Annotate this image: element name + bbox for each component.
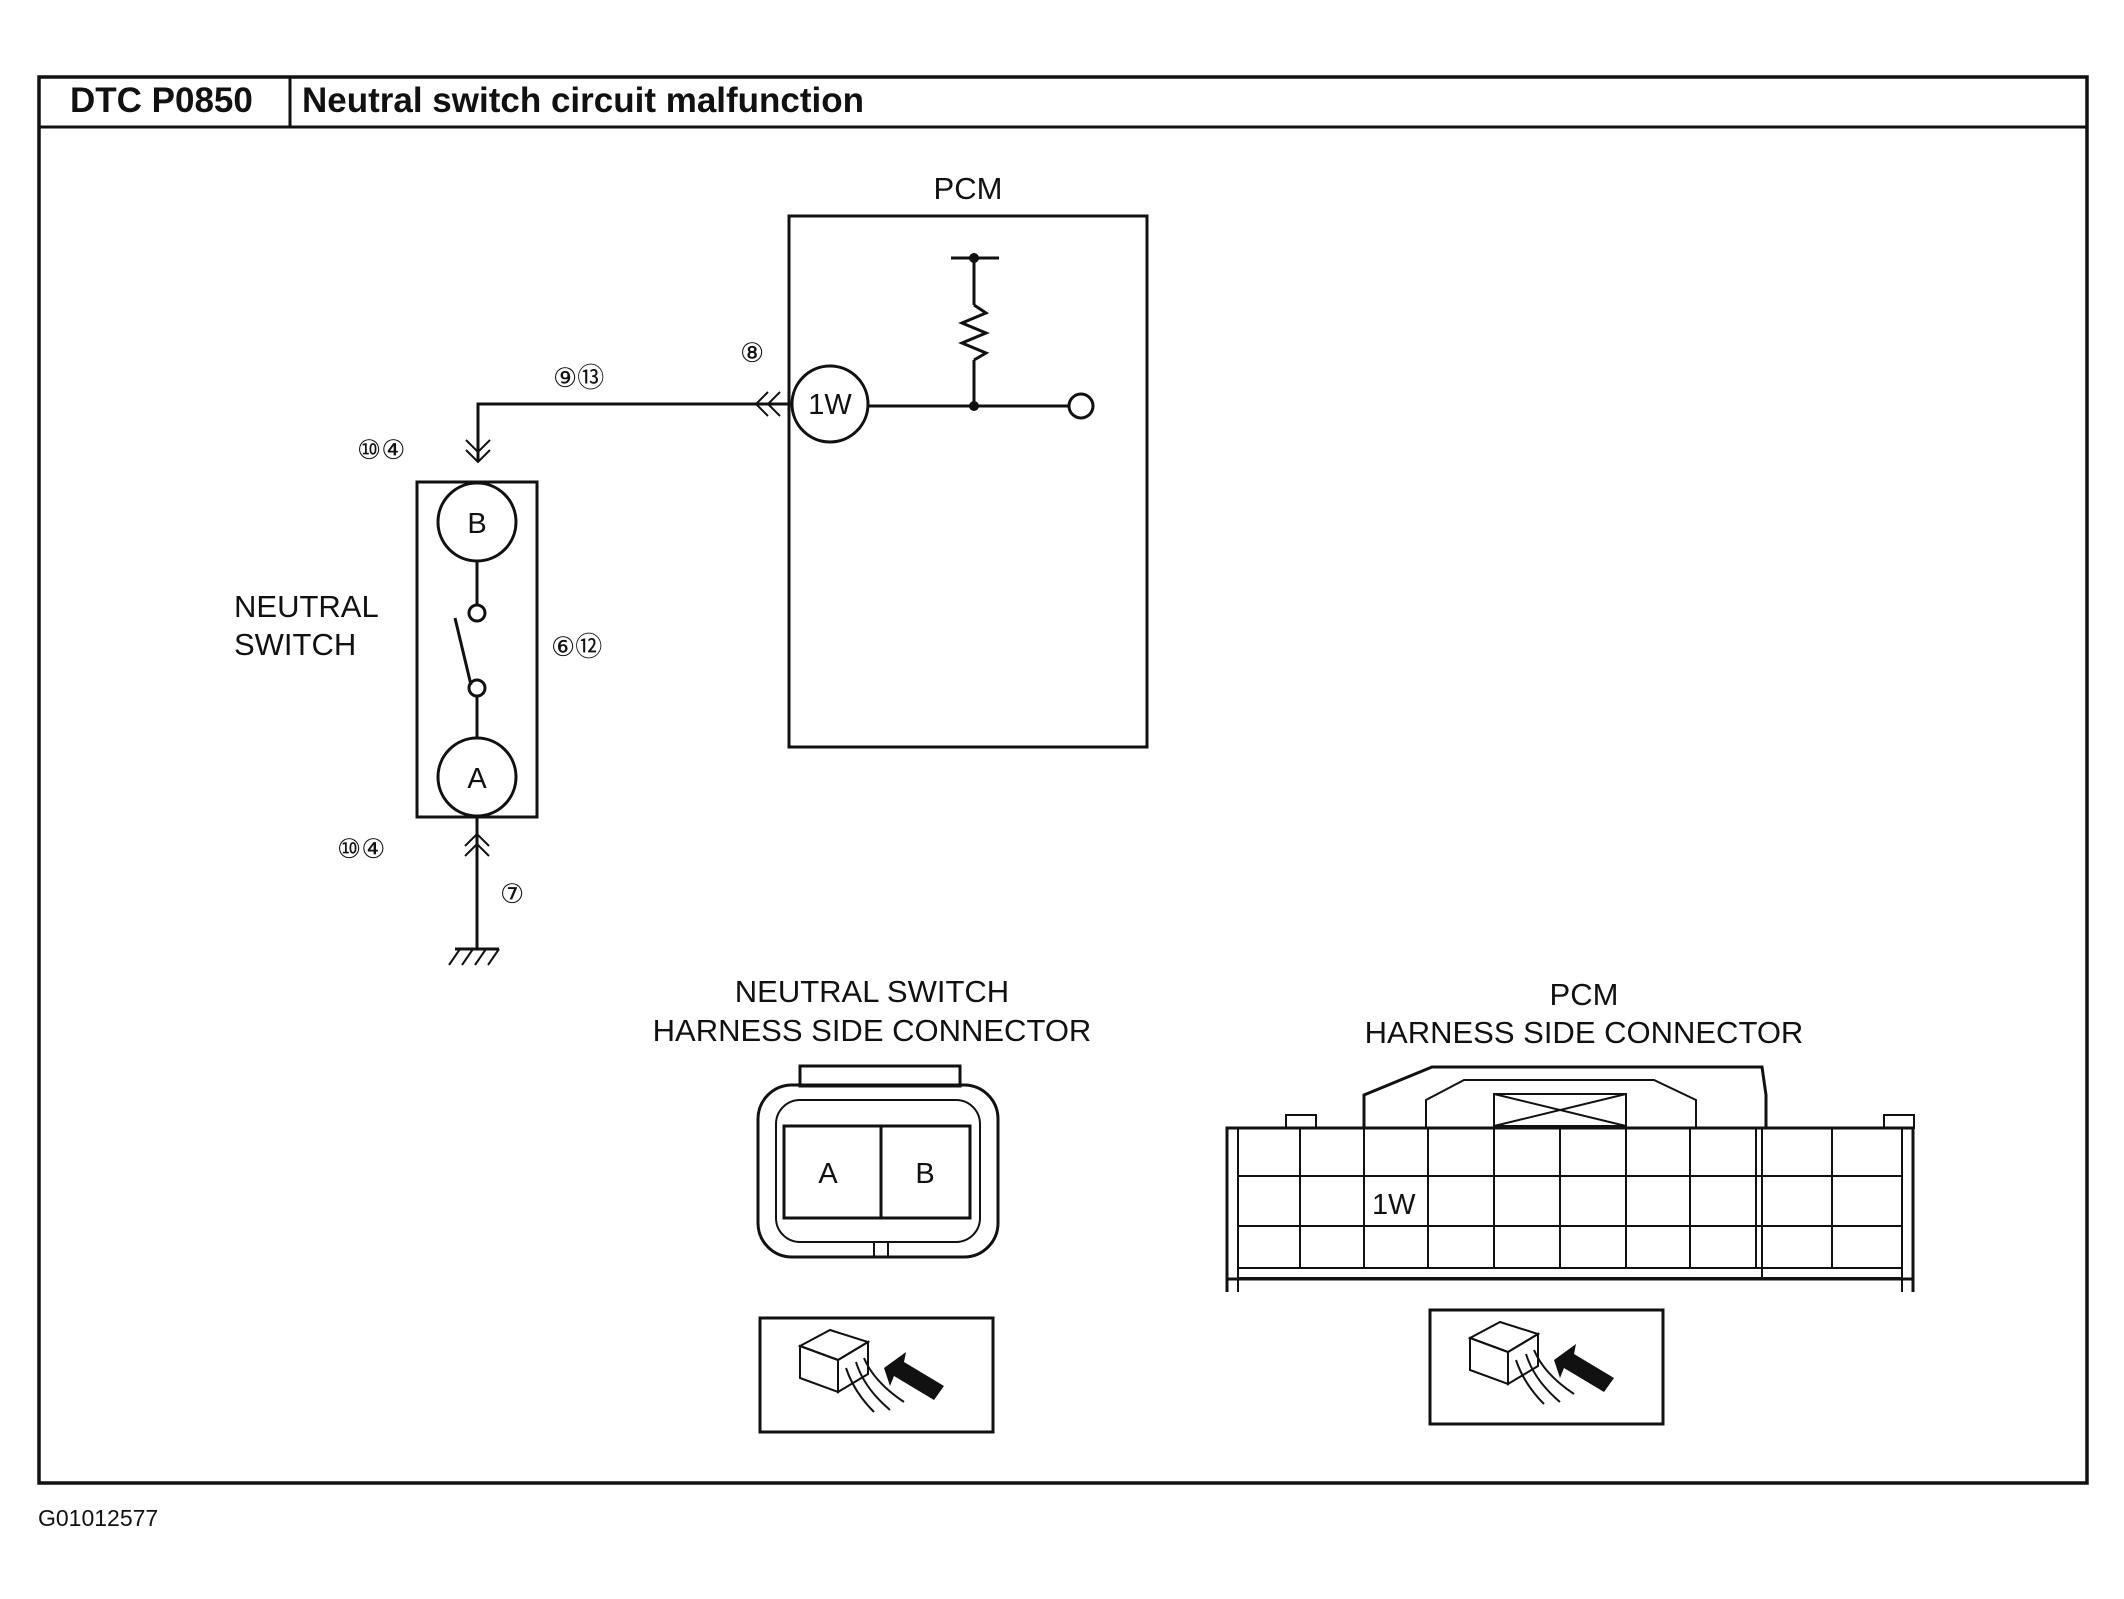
dtc-code: DTC P0850: [70, 81, 253, 120]
ground-icon: [448, 947, 500, 966]
pcm-connector-title-2: HARNESS SIDE CONNECTOR: [1365, 1015, 1804, 1050]
neutral-switch-connector: [756, 1064, 1000, 1259]
ground-wire: [464, 816, 490, 949]
neutral-switch-label-2: SWITCH: [234, 627, 356, 662]
neutral-connector-pin-b: B: [915, 1158, 934, 1190]
connector-view-icon: [1428, 1308, 1665, 1426]
switch-terminal-b: B: [467, 508, 486, 540]
pcm-connector: [1225, 1065, 1915, 1292]
figure-id: G01012577: [38, 1505, 158, 1531]
neutral-switch-label-1: NEUTRAL: [234, 589, 379, 624]
pcm-connector-title-1: PCM: [1550, 977, 1619, 1012]
neutral-connector-title-2: HARNESS SIDE CONNECTOR: [653, 1013, 1092, 1048]
dtc-title: Neutral switch circuit malfunction: [302, 81, 864, 120]
pcm-label: PCM: [934, 171, 1003, 206]
pcm-pullup-resistor: [868, 253, 1095, 420]
harness-wire: [465, 391, 792, 464]
pcm-connector-pin-1w: 1W: [1372, 1189, 1416, 1221]
connector-view-icon: [758, 1316, 995, 1434]
neutral-connector-title-1: NEUTRAL SWITCH: [735, 974, 1009, 1009]
diagram-frame: [37, 75, 2089, 1485]
pcm-terminal-label: 1W: [808, 389, 852, 421]
step-ref-switch-internal: ⑥⑫: [551, 632, 602, 662]
step-ref-harness-wire: ⑨⑬: [553, 363, 604, 393]
step-ref-pcm-terminal: ⑧: [740, 338, 764, 368]
step-ref-ground: ⑦: [500, 879, 524, 909]
switch-terminal-a: A: [467, 763, 487, 795]
neutral-connector-pin-a: A: [818, 1158, 838, 1190]
pcm-module: [787, 214, 1149, 749]
step-ref-switch-b-connector: ⑩④: [357, 435, 405, 465]
step-ref-switch-a-connector: ⑩④: [337, 834, 385, 864]
